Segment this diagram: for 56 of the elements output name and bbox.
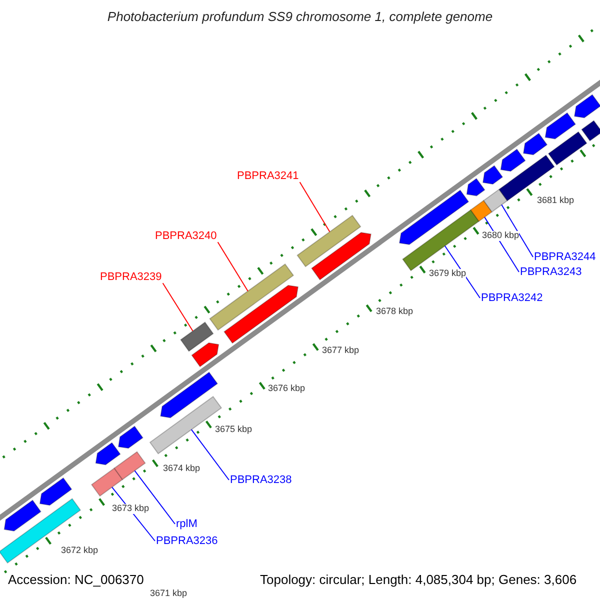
gene-bar <box>209 263 294 331</box>
gene-bar <box>402 209 480 272</box>
gene-bar <box>0 498 82 564</box>
leader-line <box>162 282 194 332</box>
title: Photobacterium profundum SS9 chromosome 1, complete genome <box>106 10 494 24</box>
scale-label: 3675 kbp <box>215 425 252 435</box>
gene-bar <box>160 372 218 418</box>
gene-label: PBPRA3238 <box>230 474 292 486</box>
gene-bar <box>95 442 121 466</box>
accession-text: Accession: NC_006370 <box>8 573 144 588</box>
gene-bar <box>114 451 146 480</box>
gene-bar <box>39 477 72 506</box>
gene-label: rplM <box>176 518 198 530</box>
gene-bar <box>224 284 299 344</box>
scale-label: 3676 kbp <box>268 384 306 394</box>
leader-line <box>217 242 248 292</box>
gene-label: PBPRA3242 <box>481 292 543 304</box>
scale-label: 3678 kbp <box>376 307 414 317</box>
gene-bar <box>482 165 504 185</box>
leader-line <box>444 245 480 298</box>
gene-bar <box>398 190 470 246</box>
gene-bar <box>470 200 493 222</box>
gene-bar <box>180 322 214 352</box>
scale-label: 3681 kbp <box>537 196 574 206</box>
scale-label: 3677 kbp <box>322 346 360 356</box>
gene-bar <box>483 188 508 213</box>
gene-bar <box>548 131 588 166</box>
scale-label: 3679 kbp <box>429 269 466 279</box>
gene-label: PBPRA3236 <box>156 535 218 548</box>
gene-label: PBPRA3243 <box>520 266 582 278</box>
gene-bar <box>4 500 42 532</box>
gene-label: PBPRA3240 <box>155 230 217 242</box>
gene-bar <box>544 112 576 140</box>
leader-line <box>134 470 176 524</box>
scale-label: 3673 kbp <box>112 504 150 514</box>
leader-line <box>299 182 330 232</box>
gene-bar <box>311 232 372 280</box>
scale-label: 3672 kbp <box>61 546 98 556</box>
leader-line <box>190 429 230 480</box>
gene-bar <box>500 148 526 172</box>
scale-label: 3674 kbp <box>163 464 200 474</box>
gene-bar <box>498 154 555 202</box>
gene-label: PBPRA3244 <box>534 251 596 264</box>
leader-line <box>501 204 534 258</box>
gene-bar <box>581 120 600 142</box>
gene-bar <box>118 426 144 449</box>
scale-label: 3671 kbp <box>150 589 188 599</box>
scale-label: 3680 kbp <box>482 231 520 241</box>
genome-summary-text: Topology: circular; Length: 4,085,304 bp; Genes: 3,606 <box>260 573 577 588</box>
gene-label: PBPRA3239 <box>100 271 162 284</box>
gene-bar <box>191 342 220 368</box>
gene-bar <box>90 468 124 497</box>
gene-bar <box>574 94 600 118</box>
gene-bar <box>296 214 362 268</box>
gene-bar <box>466 178 486 196</box>
gene-label: PBPRA3241 <box>237 170 299 182</box>
